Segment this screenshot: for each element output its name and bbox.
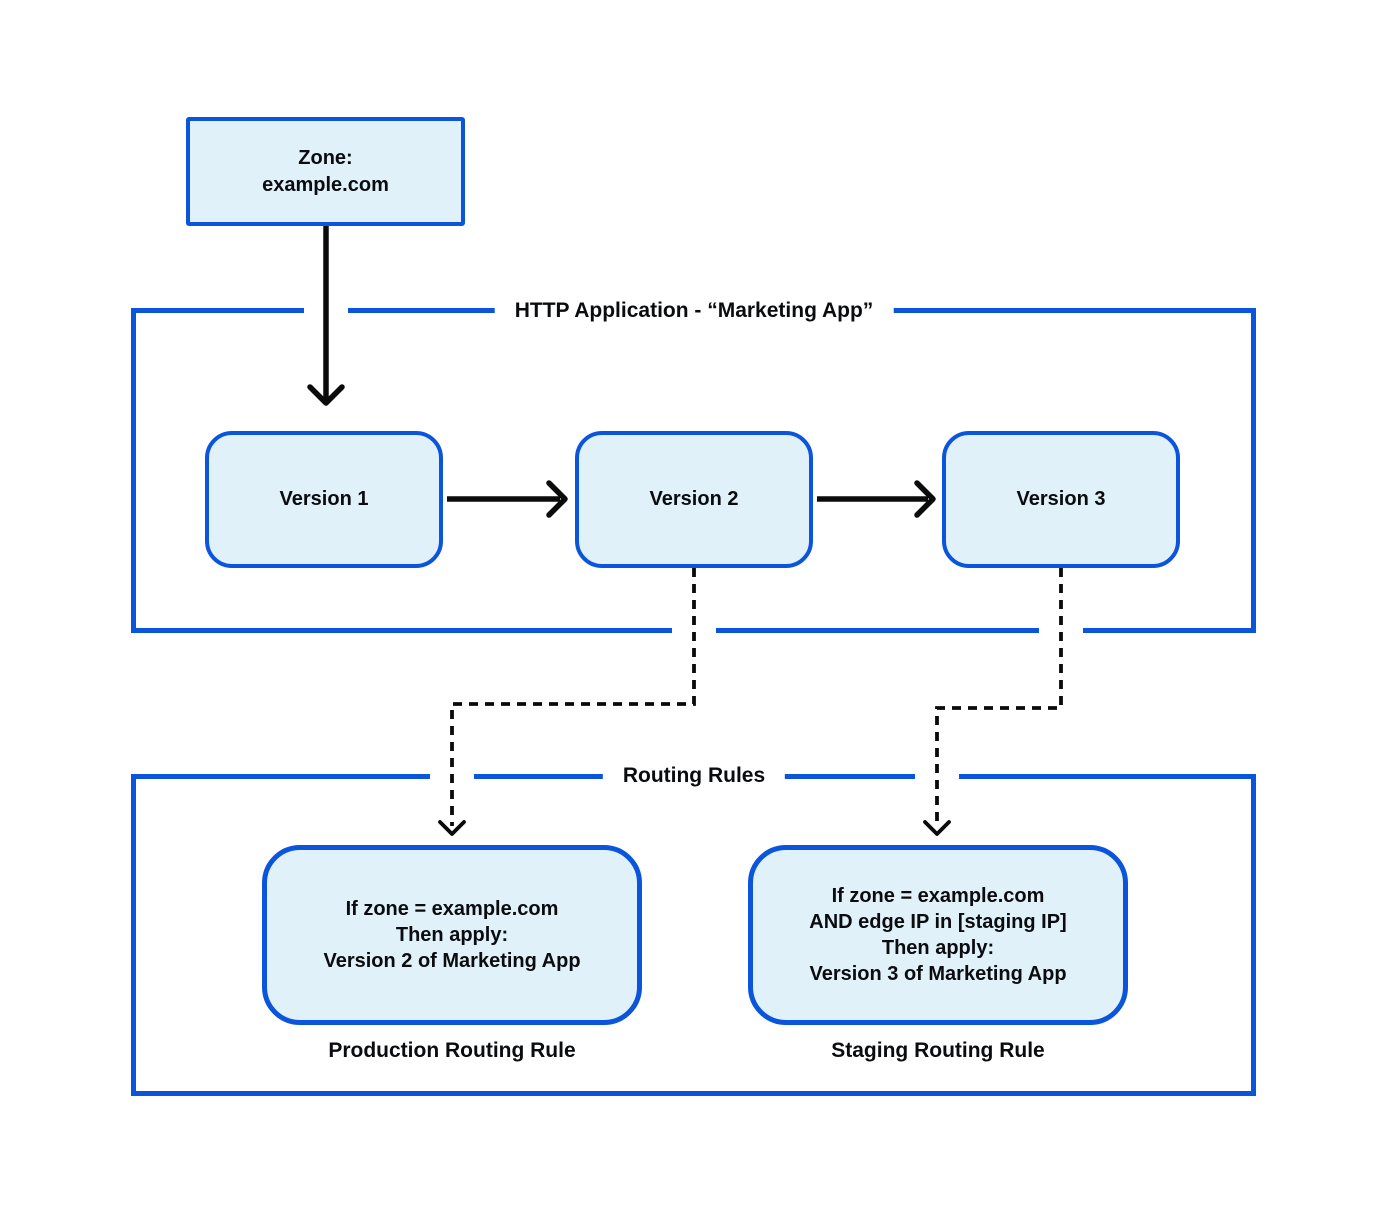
- border-gap-routing-top-staging: [915, 767, 959, 783]
- routing-rules-title: Routing Rules: [602, 762, 786, 790]
- version-3-node: Version 3: [942, 431, 1180, 568]
- border-gap-http-bottom-version3: [1039, 622, 1083, 638]
- http-application-title: HTTP Application - “Marketing App”: [494, 297, 894, 325]
- border-gap-http-top-arrow: [304, 301, 348, 317]
- staging-rule-node: If zone = example.com AND edge IP in [st…: [748, 845, 1128, 1025]
- production-rule-caption: Production Routing Rule: [328, 1039, 576, 1062]
- version-1-node: Version 1: [205, 431, 443, 568]
- production-rule-node: If zone = example.com Then apply: Versio…: [262, 845, 642, 1025]
- version-2-node: Version 2: [575, 431, 813, 568]
- border-gap-http-bottom-version2: [672, 622, 716, 638]
- border-gap-routing-top-production: [430, 767, 474, 783]
- staging-rule-caption: Staging Routing Rule: [831, 1039, 1045, 1062]
- zone-node: Zone: example.com: [186, 117, 465, 226]
